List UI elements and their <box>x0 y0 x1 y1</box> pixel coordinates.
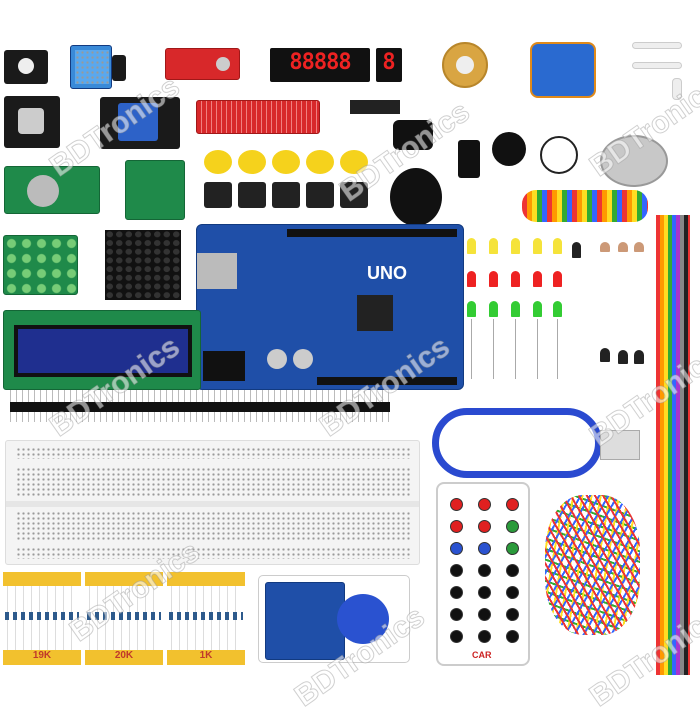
led-matrix <box>105 230 181 300</box>
power-jack <box>203 351 245 381</box>
led-set <box>465 235 565 385</box>
remote-brand: CAR <box>472 650 492 660</box>
resistor-label: 19K <box>3 650 81 665</box>
relay-module <box>100 97 180 149</box>
usb-plug <box>600 430 640 460</box>
seven-segment-4digit: 88888 <box>270 48 370 82</box>
jumper-wires <box>545 495 640 635</box>
ir-remote: CAR <box>436 482 530 666</box>
uno-label: UNO <box>367 263 407 283</box>
resistor-label: 1K <box>167 650 245 665</box>
rfid-keyfob <box>337 594 389 644</box>
ribbon-cable <box>522 190 648 222</box>
module-pins <box>112 55 126 81</box>
sound-module <box>165 48 240 80</box>
dht11-sensor <box>70 45 112 89</box>
usb-port <box>197 253 237 289</box>
ic-chip <box>350 100 400 114</box>
resistor-pack-1k: 1K <box>167 572 245 665</box>
sound-sensor <box>540 136 578 174</box>
lcd-module <box>3 310 201 390</box>
water-level-sensor <box>196 100 320 134</box>
header-pins <box>10 402 390 412</box>
joystick-module <box>4 96 60 148</box>
photoresistors-and-sensors <box>570 240 650 390</box>
joystick-cap <box>390 168 442 226</box>
microcontroller-chip <box>357 295 393 331</box>
potentiometer <box>442 42 488 88</box>
seven-segment-display: 88888 8 <box>270 48 402 82</box>
resistor-label: 20K <box>85 650 163 665</box>
buzzer <box>492 132 526 166</box>
keypad-module <box>3 235 78 295</box>
usb-cable <box>432 408 602 478</box>
battery-clip <box>393 120 433 150</box>
rtc-module <box>4 166 100 214</box>
arduino-uno-board: UNO <box>196 224 464 390</box>
resistor-pack-20k: 20K <box>85 572 163 665</box>
servo-horns <box>632 42 688 102</box>
breadboard <box>5 440 420 565</box>
shift-register-module <box>125 160 185 220</box>
capacitors <box>293 349 313 369</box>
header-bottom <box>317 377 457 385</box>
stepper-motor <box>600 135 668 187</box>
rfid-card <box>258 575 410 663</box>
ir-sensor-module <box>4 50 48 84</box>
button-caps <box>200 148 372 178</box>
tactile-buttons <box>200 180 372 210</box>
rfid-module <box>265 582 345 660</box>
dc-jack <box>458 140 480 178</box>
header-top <box>287 229 457 237</box>
capacitors <box>267 349 287 369</box>
resistor-pack-19k: 19K <box>3 572 81 665</box>
seven-segment-1digit: 8 <box>376 48 402 82</box>
lcd-screen <box>14 325 192 377</box>
servo-motor <box>530 42 596 98</box>
dupont-ribbon-wires <box>656 215 690 675</box>
